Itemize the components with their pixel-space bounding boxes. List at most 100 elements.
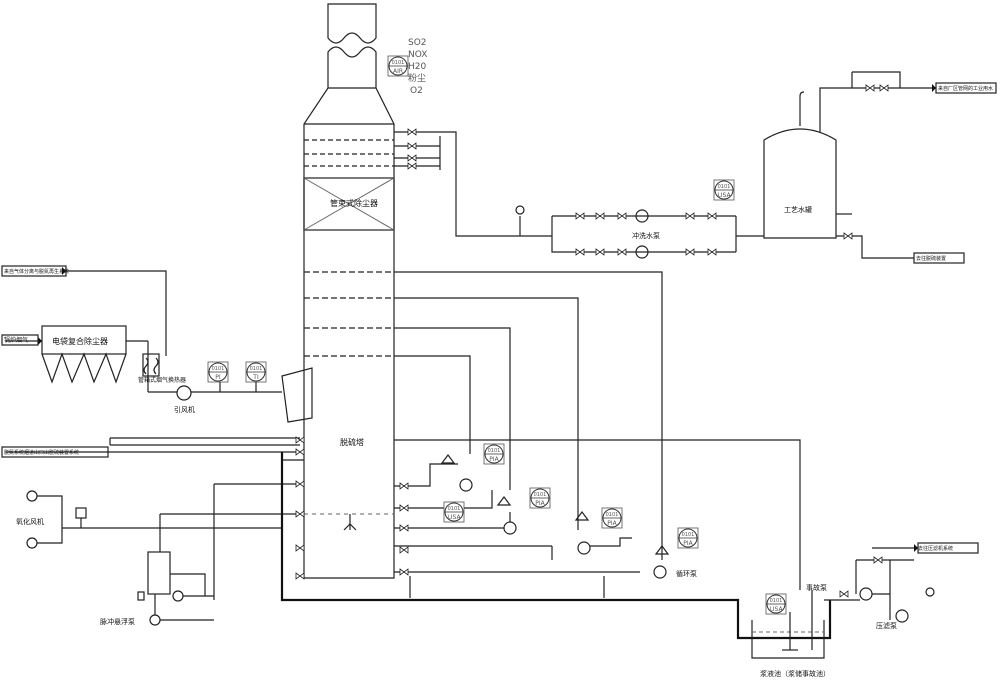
- valve-icon: [873, 556, 883, 564]
- gas-label: 粉尘: [408, 72, 426, 84]
- chimney-stack: [327, 3, 377, 89]
- instrument-tag: 0101: [534, 492, 547, 498]
- instrument-tag: 0101: [448, 506, 461, 512]
- valve-icon: [399, 546, 409, 554]
- flush-water-lines: [394, 131, 764, 259]
- to-filter-label: 去往压滤机系统: [918, 545, 953, 552]
- pulse-pump-label: 脉冲悬浮泵: [100, 617, 135, 626]
- valve-icon: [707, 248, 717, 256]
- circulation-pumps: [440, 454, 670, 579]
- oxidation-fans: [26, 459, 304, 549]
- instrument-tag: 0101: [606, 512, 619, 518]
- sump-pump-label: 事故泵: [806, 583, 827, 592]
- heat-exchanger-label: 管箱式烟气换热器: [138, 376, 186, 384]
- gas-label: SO2: [408, 38, 427, 48]
- valve-icon: [399, 482, 409, 490]
- press-pump-label: 压滤泵: [876, 621, 897, 630]
- instrument-code: PIA: [607, 520, 617, 527]
- oxidation-fan-label: 氧化风机: [16, 517, 44, 526]
- instrument-code: LISA: [717, 192, 731, 199]
- instrument-tag: 0101: [770, 598, 783, 604]
- bag-filter-label: 电袋复合除尘器: [52, 336, 108, 346]
- top-source-label: 来自气体分离与脱氮再生系统: [4, 268, 69, 275]
- valve-icon: [685, 248, 695, 256]
- flue-inlet-duct: [281, 367, 313, 423]
- valve-icon: [295, 448, 305, 456]
- slurry-pit-label: 浆液池（浆储事故池）: [760, 669, 830, 678]
- valve-icon: [595, 248, 605, 256]
- instrument-tag: 0101: [392, 60, 405, 66]
- gas-label: NOX: [408, 50, 427, 60]
- valve-icon: [407, 128, 417, 136]
- instrument-code: TI: [252, 374, 259, 381]
- valve-icon: [295, 510, 305, 518]
- instrument-tag: 0101: [212, 366, 225, 372]
- process-water-tank: [763, 71, 936, 259]
- valve-icon: [575, 248, 585, 256]
- pulse-pump-system: [137, 483, 300, 626]
- valve-icon: [879, 84, 889, 92]
- valve-icon: [295, 480, 305, 488]
- water-source-label: 来自厂区管网的工业用水: [938, 85, 993, 92]
- valve-icon: [399, 524, 409, 532]
- valve-icon: [839, 590, 849, 598]
- fan-label: 引风机: [174, 405, 195, 414]
- valve-icon: [407, 142, 417, 150]
- instrument-code: LISA: [447, 514, 461, 521]
- press-filter-system: [824, 547, 935, 623]
- instrument-code: PIA: [489, 456, 499, 463]
- valve-icon: [399, 568, 409, 576]
- instrument-code: LISA: [769, 606, 783, 613]
- gas-label: O2: [410, 86, 423, 96]
- instrument-tag: 0101: [488, 448, 501, 454]
- bag-filter: [41, 325, 127, 384]
- valve-icon: [617, 248, 627, 256]
- instrument-tag: 0101: [250, 366, 263, 372]
- valve-icon: [843, 232, 853, 240]
- instrument-symbols: 0101AIR0101PI0101TI0101LISA0101PIA0101LI…: [207, 55, 889, 615]
- valve-icon: [707, 212, 717, 220]
- instrument-code: PI: [215, 374, 221, 381]
- instrument-code: PIA: [683, 540, 693, 547]
- process-tank-label: 工艺水罐: [784, 205, 812, 214]
- valve-icon: [595, 212, 605, 220]
- boiler-flue-label: 锅炉烟气: [4, 336, 28, 344]
- absorber-label: 脱硫塔: [340, 437, 364, 447]
- valve-icon: [865, 84, 875, 92]
- slurry-pit: [751, 590, 825, 659]
- instrument-tag: 0101: [718, 184, 731, 190]
- induced-draft-fan: [176, 385, 192, 401]
- valve-icon: [295, 544, 305, 552]
- valve-icon: [685, 212, 695, 220]
- valve-icon: [407, 162, 417, 170]
- valve-icon: [617, 212, 627, 220]
- valve-icon: [295, 572, 305, 580]
- valve-icon: [399, 504, 409, 512]
- instrument-code: PIA: [535, 500, 545, 507]
- slurry-lines: [280, 271, 832, 640]
- gas-label: H20: [408, 62, 426, 72]
- wet-esp-label: 管束式除尘器: [330, 198, 378, 208]
- stack-gas-list: SO2 NOX H20 粉尘 O2: [408, 38, 427, 96]
- heat-exchanger: [142, 353, 160, 377]
- valve-icon: [407, 154, 417, 162]
- to-other-label: 去往脱硫装置: [916, 255, 946, 262]
- flush-pump-label: 冲洗水泵: [632, 231, 660, 240]
- circulation-pump-label: 循环泵: [676, 569, 697, 578]
- instrument-tag: 0101: [682, 532, 695, 538]
- valve-icon: [295, 436, 305, 444]
- instrument-code: AIR: [393, 68, 403, 75]
- valve-icon: [575, 212, 585, 220]
